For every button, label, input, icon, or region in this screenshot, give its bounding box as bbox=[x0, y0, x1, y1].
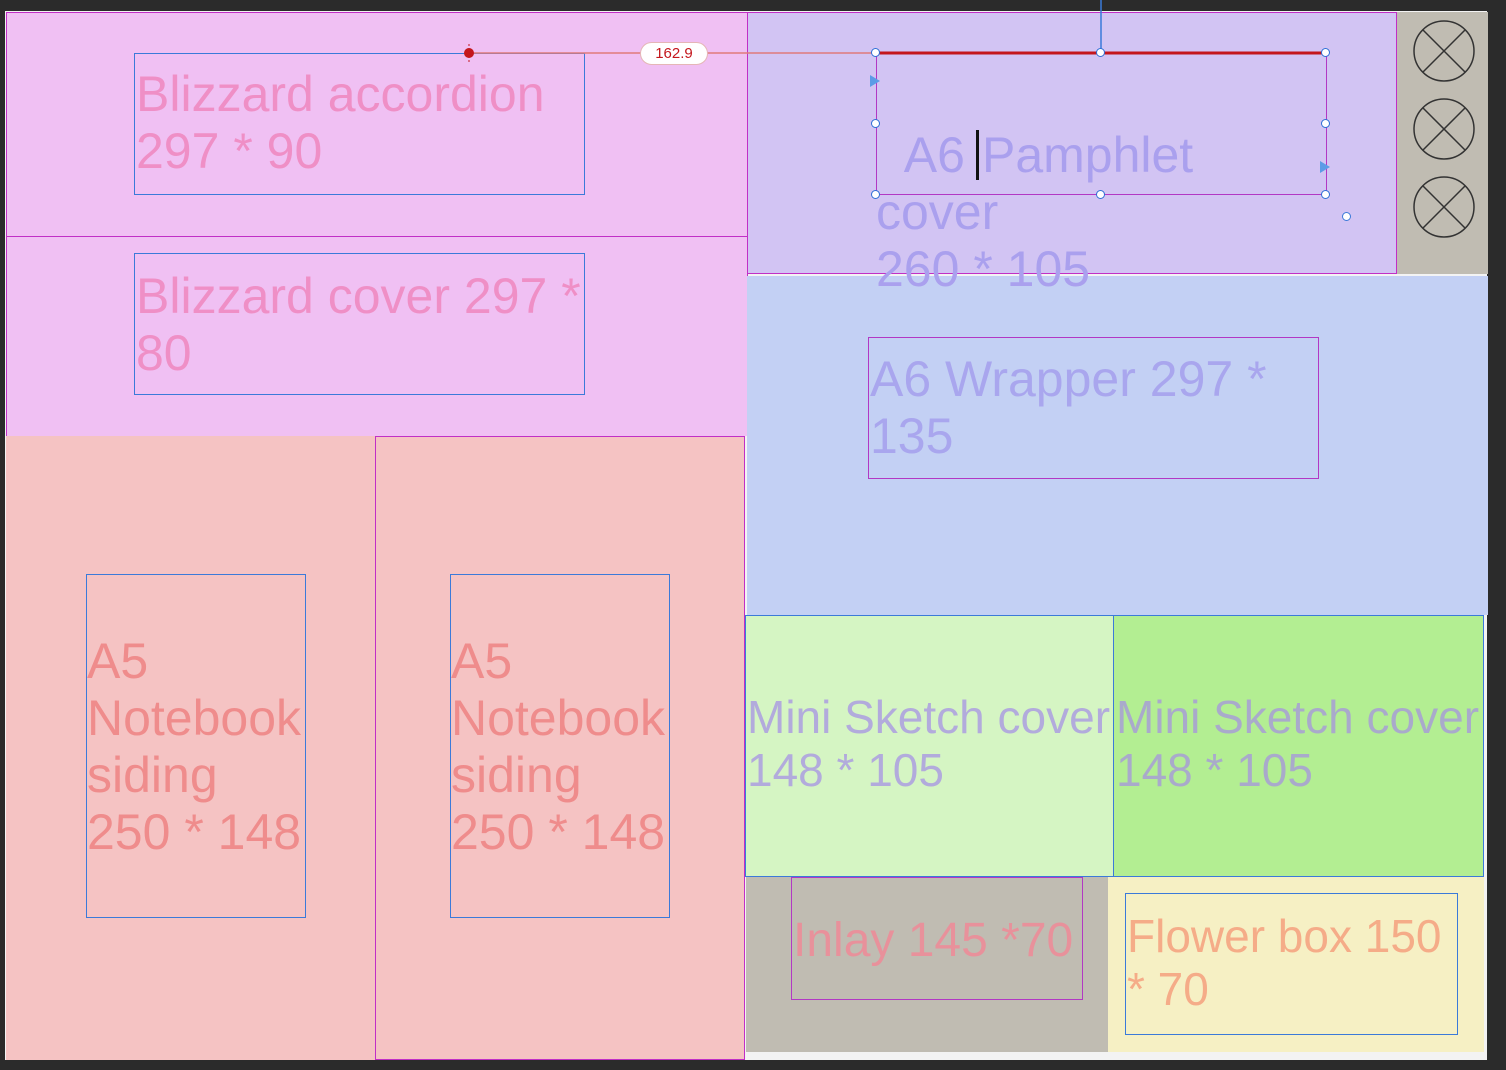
mini-sketch-region-1[interactable] bbox=[745, 615, 1114, 877]
handle-top-mid[interactable] bbox=[1096, 48, 1105, 57]
mini-sketch-text-1[interactable]: Mini Sketch cover 148 * 105 bbox=[747, 691, 1111, 796]
flower-box-text[interactable]: Flower box 150 * 70 bbox=[1127, 910, 1442, 1015]
close-circle-icon[interactable] bbox=[1413, 176, 1475, 238]
blizzard-accordion-region[interactable] bbox=[6, 12, 748, 237]
measure-value: 162.9 bbox=[655, 45, 693, 62]
blizzard-accordion-frame[interactable] bbox=[134, 53, 585, 195]
notebook-frame-1[interactable] bbox=[86, 574, 306, 918]
text-out-port-icon[interactable] bbox=[1320, 161, 1330, 173]
measure-badge: 162.9 bbox=[640, 42, 708, 65]
handle-mid-left[interactable] bbox=[871, 119, 880, 128]
a6-pamphlet-region[interactable] bbox=[747, 12, 1397, 274]
text-in-port-icon[interactable] bbox=[870, 75, 880, 87]
notebook-frame-2[interactable] bbox=[450, 574, 670, 918]
blizzard-cover-frame[interactable] bbox=[134, 253, 585, 395]
a6-pamphlet-rest: Pamphlet cover 260 * 105 bbox=[876, 127, 1194, 297]
notebook-region-1[interactable] bbox=[6, 436, 376, 1060]
blizzard-cover-region[interactable] bbox=[6, 237, 748, 436]
handle-bottom-right[interactable] bbox=[1321, 190, 1330, 199]
a6-wrapper-region[interactable] bbox=[747, 276, 1488, 615]
a6-wrapper-text[interactable]: A6 Wrapper 297 * 135 bbox=[870, 351, 1267, 464]
a6-wrapper-frame[interactable] bbox=[868, 337, 1319, 479]
rotate-handle[interactable] bbox=[1342, 212, 1351, 221]
a6-pamphlet-prefix: A6 bbox=[903, 127, 965, 183]
handle-mid-right[interactable] bbox=[1321, 119, 1330, 128]
inlay-region[interactable] bbox=[746, 877, 1109, 1052]
handle-bottom-mid[interactable] bbox=[1096, 190, 1105, 199]
handle-top-left[interactable] bbox=[871, 48, 880, 57]
close-circle-icon[interactable] bbox=[1413, 98, 1475, 160]
handle-bottom-left[interactable] bbox=[871, 190, 880, 199]
handle-top-right[interactable] bbox=[1321, 48, 1330, 57]
notebook-text-1[interactable]: A5 Notebook siding 250 * 148 bbox=[87, 633, 302, 860]
notebook-region-2[interactable] bbox=[375, 436, 745, 1060]
inlay-text[interactable]: Inlay 145 *70 bbox=[793, 914, 1074, 967]
mini-sketch-text-2[interactable]: Mini Sketch cover 148 * 105 bbox=[1116, 691, 1480, 796]
mini-sketch-region-2[interactable] bbox=[1113, 615, 1484, 877]
flower-box-region[interactable] bbox=[1108, 877, 1484, 1052]
flower-box-frame[interactable] bbox=[1125, 893, 1458, 1035]
blizzard-cover-text[interactable]: Blizzard cover 297 * 80 bbox=[136, 268, 581, 381]
side-button-strip bbox=[1397, 12, 1488, 274]
close-circle-icon[interactable] bbox=[1413, 20, 1475, 82]
inlay-frame[interactable] bbox=[791, 877, 1083, 1000]
notebook-text-2[interactable]: A5 Notebook siding 250 * 148 bbox=[451, 633, 666, 860]
blizzard-accordion-text[interactable]: Blizzard accordion 297 * 90 bbox=[136, 66, 545, 179]
text-cursor bbox=[975, 130, 979, 180]
